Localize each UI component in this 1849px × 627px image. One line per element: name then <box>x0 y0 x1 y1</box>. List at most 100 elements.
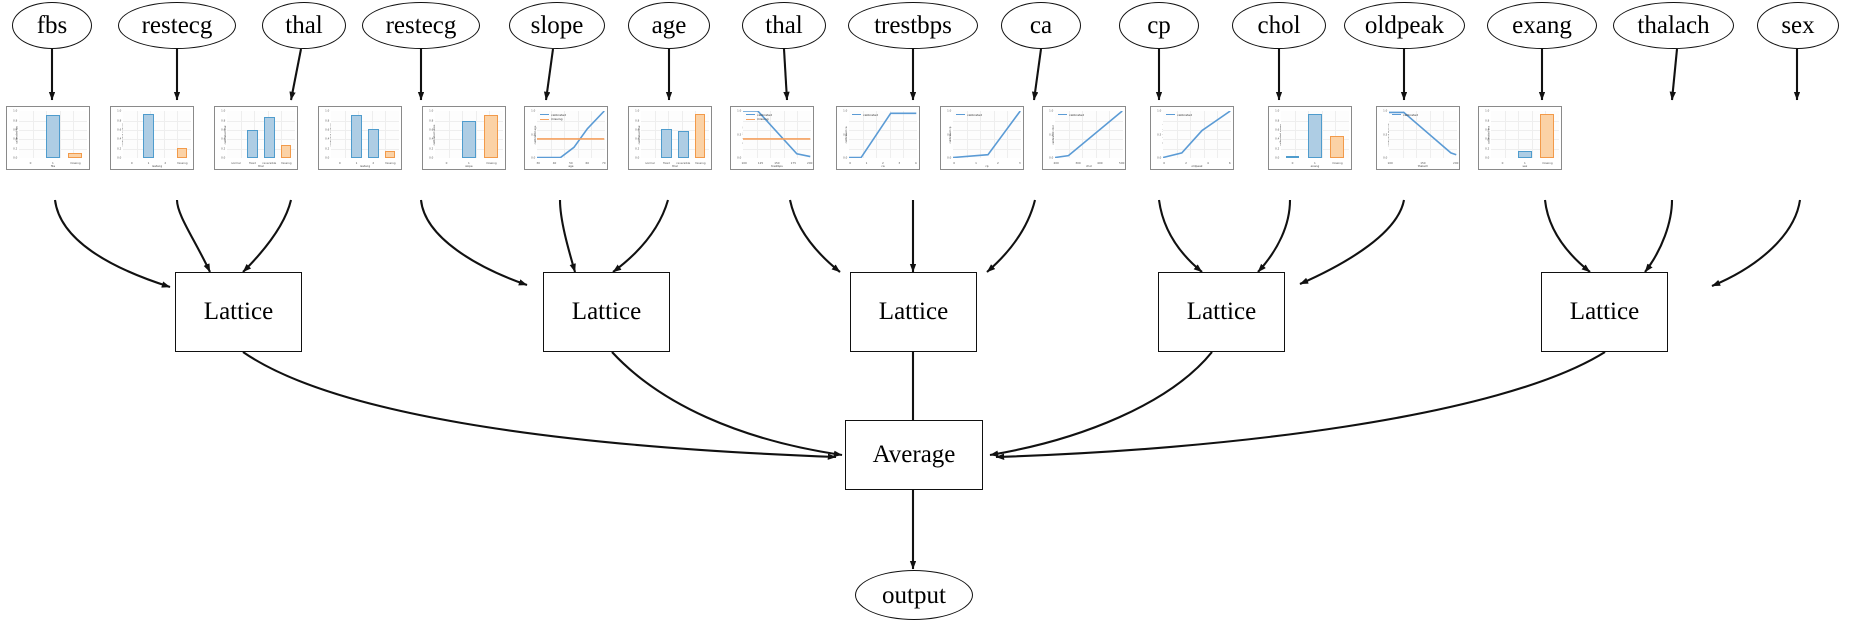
chart-y-tick: 0.2 <box>1485 147 1490 151</box>
feature-node-age[interactable]: age <box>628 2 710 49</box>
chart-x-axis-label: sex <box>1522 164 1528 168</box>
feature-node-restecg-2[interactable]: restecg <box>362 2 480 49</box>
chart-x-tick: 70 <box>601 160 606 165</box>
chart-gridline <box>1389 148 1457 150</box>
calibrator-plot-exang[interactable]: calibrated exang0.00.20.40.60.81.001miss… <box>1268 106 1352 170</box>
chart-y-tick: 0.0 <box>1157 156 1162 160</box>
output-node[interactable]: output <box>855 570 973 620</box>
chart-y-tick: 1.0 <box>531 109 536 113</box>
chart-gridline <box>591 111 593 158</box>
chart-legend-swatch <box>1057 114 1067 116</box>
chart-y-tick: 0.6 <box>117 128 122 132</box>
chart-y-tick: 0.2 <box>13 147 18 151</box>
chart-y-tick: 0.4 <box>13 137 18 141</box>
chart-gridline <box>1389 139 1457 141</box>
chart-y-tick: 0.0 <box>947 156 952 160</box>
chart-gridline <box>577 111 579 158</box>
lattice-node-label: Lattice <box>203 298 274 325</box>
chart-y-tick: 1.0 <box>1049 109 1054 113</box>
chart-y-tick: 0.8 <box>325 119 330 123</box>
chart-gridline <box>1504 111 1506 158</box>
lattice-node-1[interactable]: Lattice <box>543 272 670 352</box>
calibrator-plot-thalach[interactable]: calibrated thalach0.00.51.0calibrated100… <box>1376 106 1460 170</box>
calibrator-plot-oldpeak[interactable]: calibrated oldpeak0.00.51.0calibrated024… <box>1150 106 1234 170</box>
chart-gridline <box>743 120 811 122</box>
calibrator-plot-trestbps[interactable]: calibrated trestbps0.00.51.0calibratedmi… <box>730 106 814 170</box>
feature-node-thalach[interactable]: thalach <box>1613 2 1734 49</box>
chart-x-tick: 1 <box>865 160 868 165</box>
chart-gridline <box>136 111 138 158</box>
chart-x-tick: 2 <box>164 160 167 165</box>
chart-legend-swatch <box>1391 114 1401 116</box>
feature-node-thal-2[interactable]: thal <box>742 2 826 49</box>
feature-node-exang[interactable]: exang <box>1487 2 1597 49</box>
chart-x-tick: 1 <box>355 160 358 165</box>
feature-node-slope[interactable]: slope <box>509 2 605 49</box>
chart-y-tick: 0.0 <box>1383 156 1388 160</box>
chart-gridline <box>1491 148 1559 150</box>
chart-y-tick: 0.0 <box>325 156 330 160</box>
chart-plot-area <box>435 111 503 158</box>
feature-node-fbs[interactable]: fbs <box>12 2 92 49</box>
chart-x-tick: 1 <box>1314 160 1316 165</box>
feature-node-ca[interactable]: ca <box>1001 2 1081 49</box>
lattice-node-2[interactable]: Lattice <box>850 272 977 352</box>
chart-gridline <box>797 111 799 158</box>
lattice-node-4[interactable]: Lattice <box>1541 272 1668 352</box>
chart-line-group <box>1163 111 1230 158</box>
chart-gridline <box>537 148 605 150</box>
chart-gridline <box>1055 120 1123 122</box>
calibrator-plot-slope[interactable]: calibrated slope0.00.20.40.60.81.001miss… <box>422 106 506 170</box>
chart-gridline <box>743 148 811 150</box>
chart-bar <box>484 115 499 158</box>
chart-gridline <box>1416 111 1418 158</box>
feature-node-trestbps[interactable]: trestbps <box>848 2 978 49</box>
chart-x-tick: 1 <box>52 160 54 165</box>
feature-node-cp[interactable]: cp <box>1119 2 1199 49</box>
chart-gridline <box>1321 111 1323 158</box>
chart-y-tick: 0.0 <box>1485 156 1490 160</box>
chart-gridline <box>953 120 1021 122</box>
chart-x-axis-label: fbs <box>50 164 56 168</box>
chart-legend-swatch <box>539 114 549 116</box>
chart-x-tick: 0 <box>1163 160 1165 165</box>
chart-gridline <box>123 139 191 141</box>
chart-x-axis-label: exang <box>1310 164 1320 168</box>
chart-y-tick: 0.6 <box>221 128 226 132</box>
feature-node-restecg-1[interactable]: restecg <box>118 2 236 49</box>
chart-gridline <box>240 111 242 158</box>
chart-plot-area: calibrated <box>849 111 917 158</box>
chart-y-tick: 0.6 <box>635 128 640 132</box>
feature-node-label: ca <box>1029 12 1053 39</box>
lattice-node-3[interactable]: Lattice <box>1158 272 1285 352</box>
feature-node-chol[interactable]: chol <box>1232 2 1326 49</box>
chart-y-tick: 0.4 <box>325 137 330 141</box>
calibrator-plot-restecg-2[interactable]: calibrated restecg0.00.20.40.60.81.0012m… <box>318 106 402 170</box>
feature-node-sex[interactable]: sex <box>1757 2 1839 49</box>
chart-gridline <box>331 139 399 141</box>
lattice-node-0[interactable]: Lattice <box>175 272 302 352</box>
chart-y-tick: 0.0 <box>1275 156 1280 160</box>
calibrator-plot-restecg-1[interactable]: calibrated restecg0.00.20.40.60.81.0012m… <box>110 106 194 170</box>
chart-legend: calibrated <box>1057 113 1084 117</box>
lattice-node-label: Lattice <box>571 298 642 325</box>
chart-legend-item: missing <box>539 117 566 121</box>
chart-legend: calibrated <box>1165 113 1192 117</box>
chart-plot-area <box>1491 111 1559 158</box>
average-node[interactable]: Average <box>845 420 983 490</box>
feature-node-oldpeak[interactable]: oldpeak <box>1344 2 1465 49</box>
chart-legend: calibrated <box>955 113 982 117</box>
feature-node-thal-1[interactable]: thal <box>262 2 346 49</box>
chart-gridline <box>953 129 1021 131</box>
chart-y-axis: calibrated trestbps0.00.51.0 <box>731 110 746 160</box>
chart-y-tick: 0.2 <box>117 147 122 151</box>
